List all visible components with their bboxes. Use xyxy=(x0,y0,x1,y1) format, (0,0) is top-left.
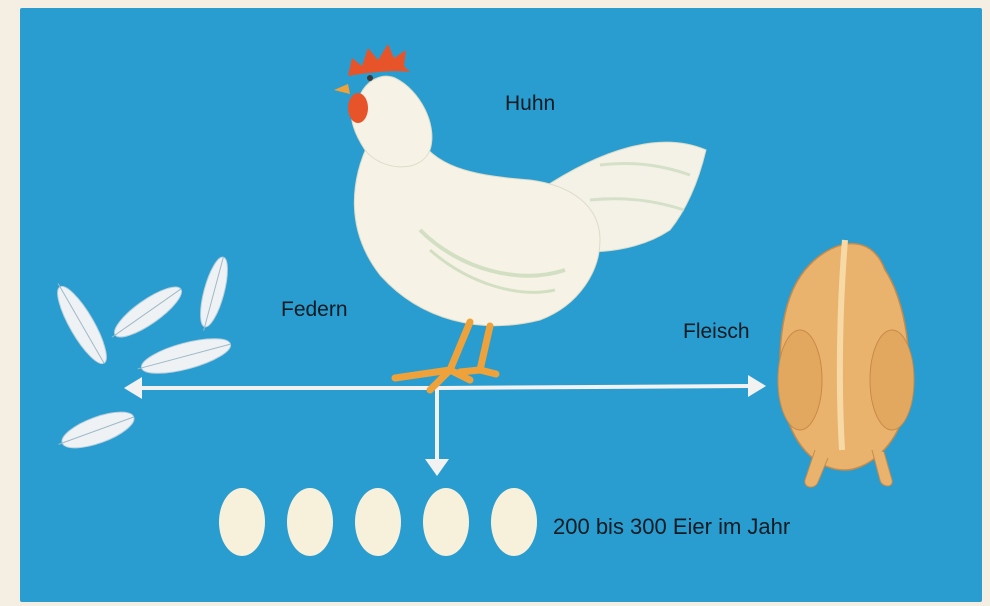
egg xyxy=(355,488,401,556)
egg xyxy=(287,488,333,556)
arrow-to-eggs xyxy=(425,388,449,476)
arrows xyxy=(124,375,766,476)
egg xyxy=(423,488,469,556)
feather xyxy=(194,255,233,334)
feathers-label: Federn xyxy=(281,298,348,322)
feather xyxy=(54,405,138,457)
plucked-chicken-icon xyxy=(778,240,914,487)
meat-label: Fleisch xyxy=(683,320,750,344)
feather xyxy=(134,332,233,382)
eggs-icon xyxy=(219,488,537,556)
egg xyxy=(219,488,265,556)
feather xyxy=(48,277,115,369)
egg xyxy=(491,488,537,556)
feathers-icon xyxy=(48,255,234,457)
hen-label: Huhn xyxy=(505,92,555,116)
feather xyxy=(105,279,188,347)
eggs-label: 200 bis 300 Eier im Jahr xyxy=(553,514,790,540)
arrow-to-meat xyxy=(440,375,766,397)
